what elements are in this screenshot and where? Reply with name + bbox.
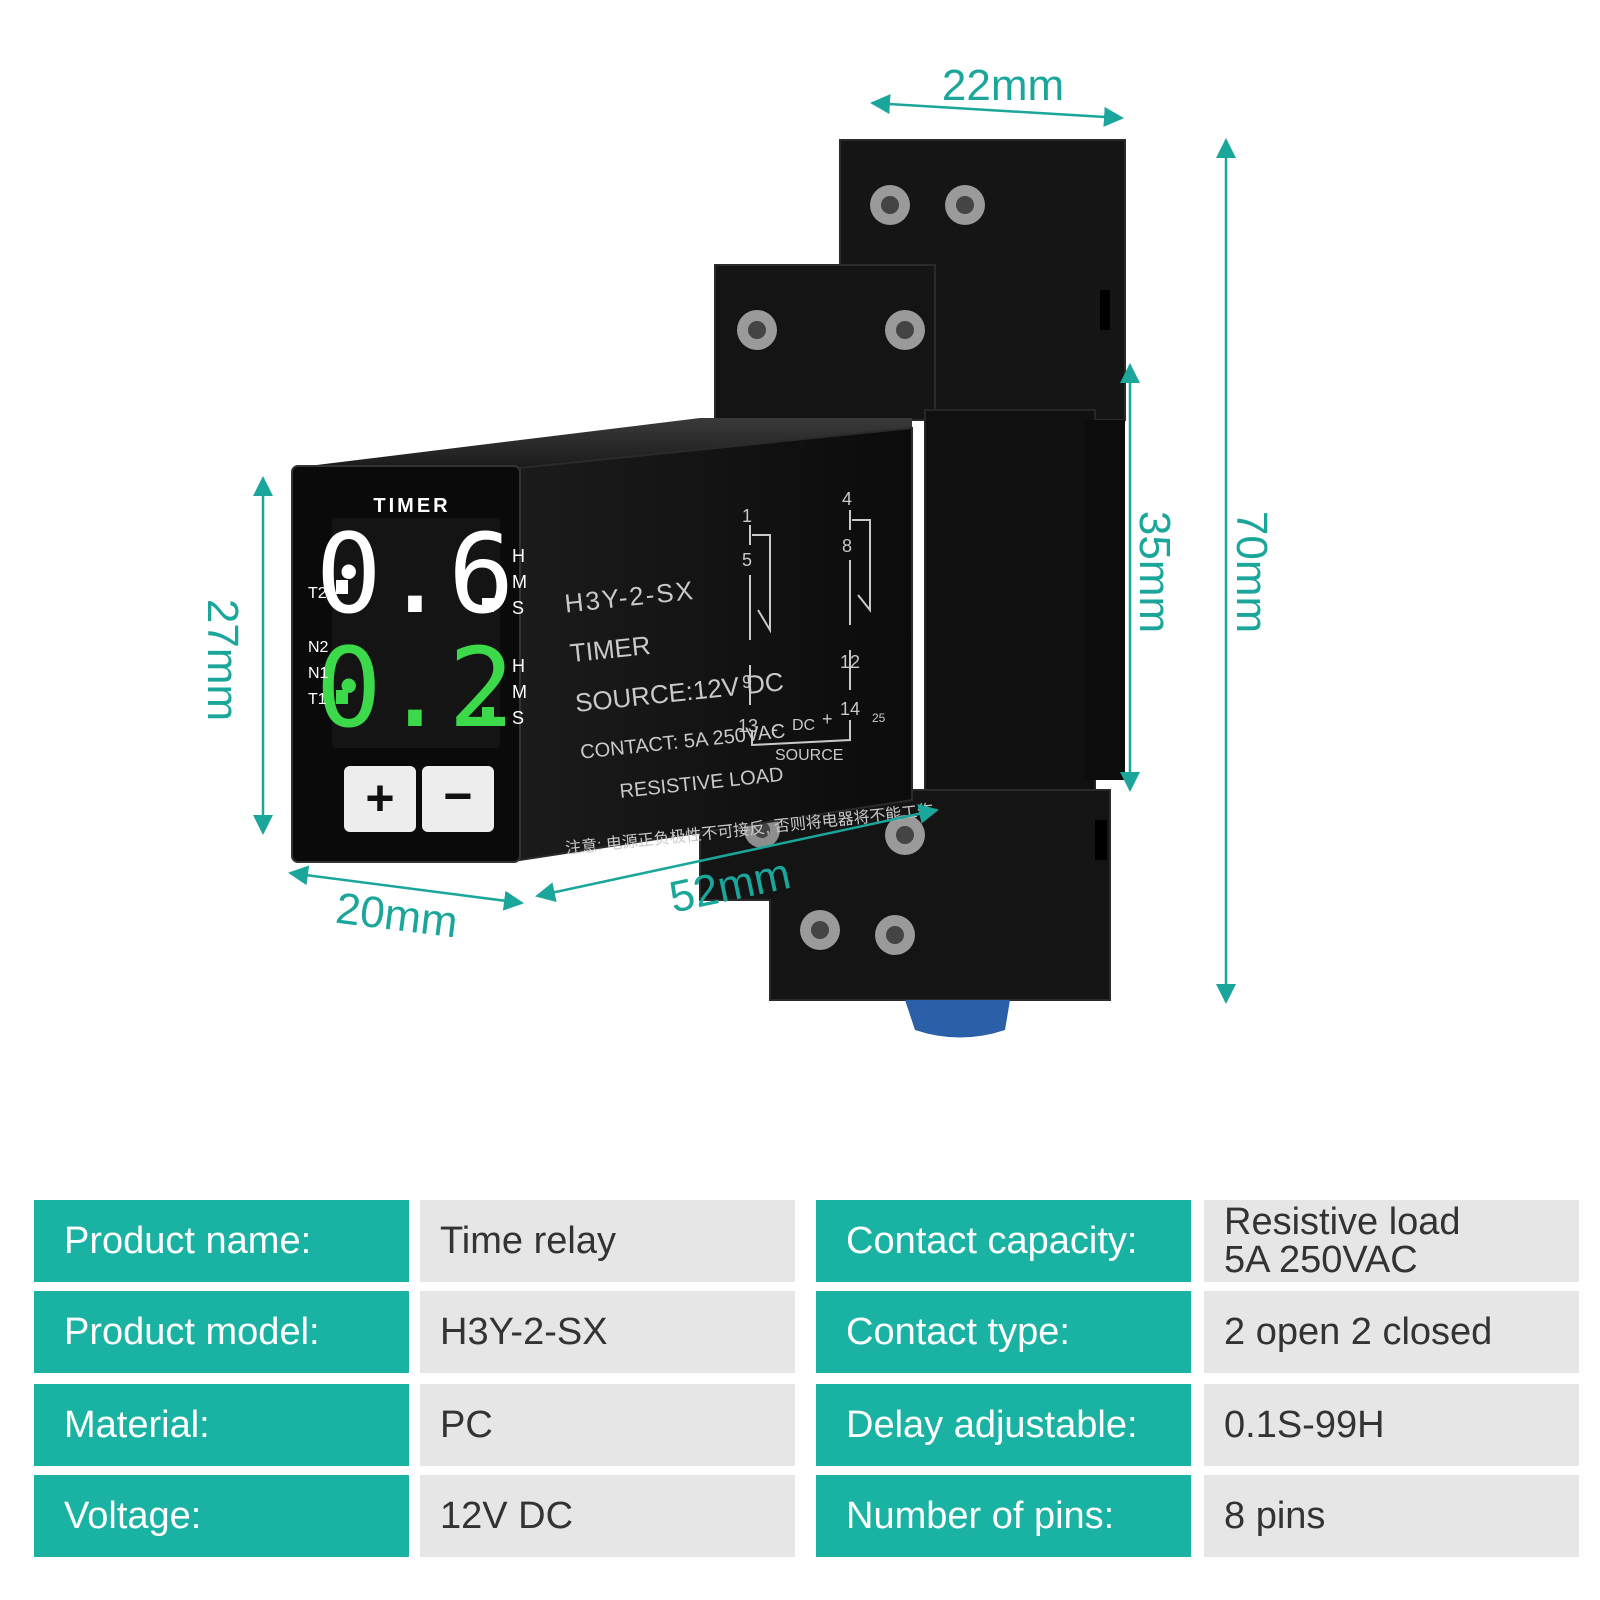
spec-key: Product name: [34, 1200, 409, 1282]
spec-row: Product model: H3Y-2-SX Contact type: 2 … [34, 1291, 1579, 1373]
spec-key: Delay adjustable: [816, 1384, 1191, 1466]
source-label: SOURCE [775, 747, 843, 764]
unit-s-bottom: S [512, 708, 524, 728]
spec-key: Contact capacity: [816, 1200, 1191, 1282]
display-top: 0.6 [316, 510, 515, 638]
unit-m-bottom: M [512, 682, 527, 702]
pin-14: 14 [840, 699, 860, 719]
spec-row: Material: PC Delay adjustable: 0.1S-99H [34, 1384, 1579, 1466]
plus-button-label: + [365, 770, 394, 826]
dim-top-width: 22mm [942, 61, 1064, 110]
spec-value: Time relay [420, 1200, 795, 1282]
spec-value: 0.1S-99H [1204, 1384, 1579, 1466]
indicator-t1: T1 [308, 691, 327, 708]
unit-h-bottom: H [512, 656, 525, 676]
pin-9: 9 [742, 672, 752, 692]
pin-1: 1 [742, 506, 752, 526]
pin-4: 4 [842, 489, 852, 509]
display-dot [482, 707, 494, 721]
dimension-lines [253, 94, 1236, 1004]
plus-button[interactable] [344, 766, 416, 832]
indicator-n2: N2 [308, 639, 329, 656]
minus-sign: - [772, 719, 778, 739]
display-dot [336, 580, 348, 594]
spec-value-line: 5A 250VAC [1224, 1239, 1418, 1281]
timer-label: TIMER [373, 495, 450, 517]
pin-13: 13 [738, 716, 758, 736]
spec-key: Product model: [34, 1291, 409, 1373]
spec-key: Number of pins: [816, 1475, 1191, 1557]
spec-key: Material: [34, 1384, 409, 1466]
spec-row: Voltage: 12V DC Number of pins: 8 pins [34, 1475, 1579, 1557]
dim-face-height: 27mm [198, 599, 247, 721]
unit-m-top: M [512, 572, 527, 592]
temp-mark: 25 [872, 711, 886, 725]
pin-12: 12 [840, 652, 860, 672]
spec-value: PC [420, 1384, 795, 1466]
spec-value: H3Y-2-SX [420, 1291, 795, 1373]
display-dot [482, 598, 494, 612]
spec-value: 8 pins [1204, 1475, 1579, 1557]
plus-sign: + [822, 709, 833, 729]
product-illustration: TIMER 0.6 0.2 T2 N2 N1 T1 H M S H M S + … [198, 61, 1276, 1038]
unit-s-top: S [512, 598, 524, 618]
dc-label: DC [792, 717, 815, 734]
spec-value: 12V DC [420, 1475, 795, 1557]
pin-8: 8 [842, 536, 852, 556]
display-bottom: 0.2 [316, 624, 515, 752]
display-dot [336, 690, 348, 704]
dim-body-height: 35mm [1130, 511, 1179, 633]
dim-total-height: 70mm [1227, 511, 1276, 633]
spec-key: Voltage: [34, 1475, 409, 1557]
spec-value-line: Resistive load [1224, 1201, 1461, 1243]
spec-row: Product name: Time relay Contact capacit… [34, 1200, 1579, 1282]
indicator-t2: T2 [308, 585, 327, 602]
indicator-n1: N1 [308, 665, 329, 682]
spec-key: Contact type: [816, 1291, 1191, 1373]
wiring-diagram [749, 510, 871, 747]
spec-value: Resistive load 5A 250VAC [1204, 1200, 1579, 1282]
minus-button-label: − [443, 768, 472, 824]
minus-button[interactable] [422, 766, 494, 832]
pin-5: 5 [742, 550, 752, 570]
spec-value: 2 open 2 closed [1204, 1291, 1579, 1373]
unit-h-top: H [512, 546, 525, 566]
